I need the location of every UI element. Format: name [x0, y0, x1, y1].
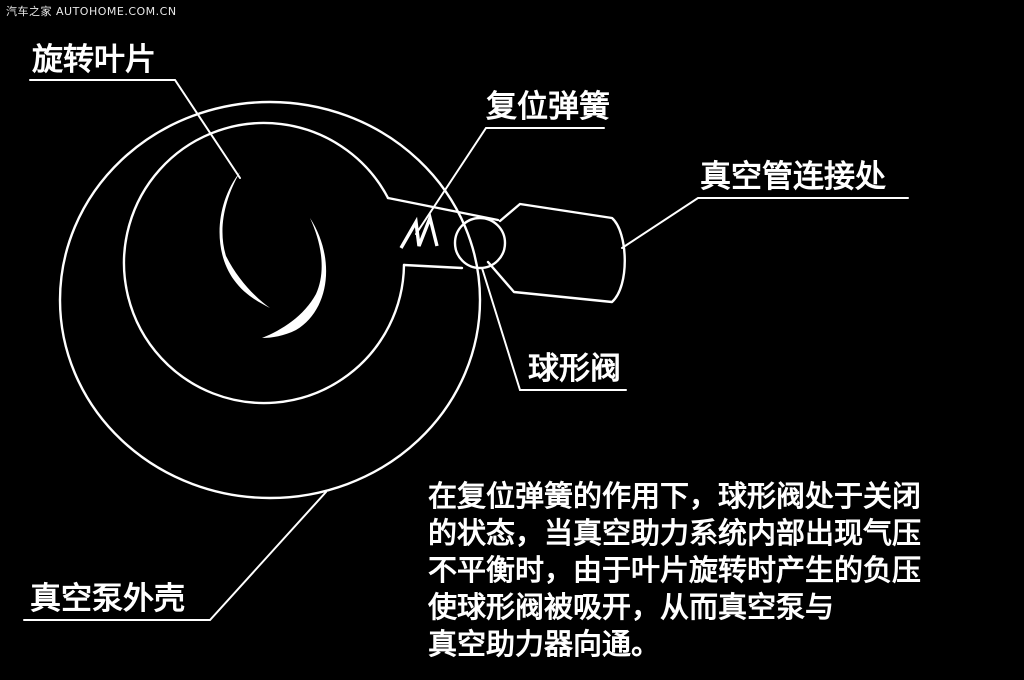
return-spring-shape — [399, 212, 439, 249]
ball-valve-leader — [481, 267, 627, 391]
hose-joint-leader — [621, 197, 909, 249]
hose-connector-outline — [486, 202, 626, 304]
description-line: 在复位弹簧的作用下，球形阀处于关闭 — [428, 479, 922, 513]
valve-channel-outline — [386, 196, 500, 270]
rotor-blade-left — [219, 172, 270, 308]
description-line: 不平衡时，由于叶片旋转时产生的负压 — [428, 553, 922, 587]
pump-housing-leader — [23, 491, 327, 621]
pump-housing-label: 真空泵外壳 — [30, 581, 185, 617]
description-text: 在复位弹簧的作用下，球形阀处于关闭 的状态，当真空助力系统内部出现气压 不平衡时… — [428, 478, 1018, 663]
rotor-blade-leader — [29, 79, 241, 179]
return-spring-leader — [415, 127, 605, 235]
rotor-blade-right — [262, 218, 327, 338]
watermark: 汽车之家 AUTOHOME.COM.CN — [6, 5, 177, 18]
ball-valve-shape — [453, 216, 507, 270]
description-line: 的状态，当真空助力系统内部出现气压 — [428, 516, 922, 550]
ball-valve-label: 球形阀 — [528, 351, 621, 387]
description-line: 真空助力器向通。 — [428, 627, 661, 661]
vacuum-hose-joint-label: 真空管连接处 — [700, 159, 886, 195]
rotor-blade-label: 旋转叶片 — [32, 42, 156, 78]
pump-housing-outline — [58, 100, 482, 500]
return-spring-label: 复位弹簧 — [486, 89, 610, 125]
description-line: 使球形阀被吸开，从而真空泵与 — [428, 590, 835, 624]
rotor-chamber-outline — [122, 121, 406, 405]
